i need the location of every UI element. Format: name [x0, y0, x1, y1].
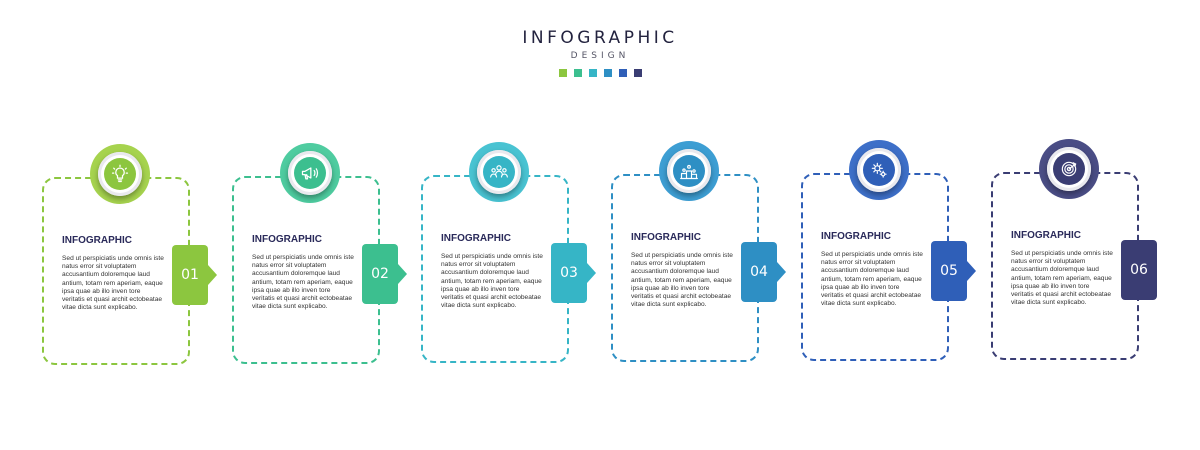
- swatch-6: [633, 69, 642, 77]
- step-arrow: [777, 262, 786, 282]
- step-circle: [659, 141, 719, 201]
- step-5: INFOGRAPHIC Sed ut perspiciatis unde omn…: [801, 140, 976, 373]
- step-box: [232, 176, 380, 364]
- step-description: Sed ut perspiciatis unde omnis iste natu…: [441, 253, 543, 310]
- step-6: INFOGRAPHIC Sed ut perspiciatis unde omn…: [991, 139, 1157, 372]
- lightbulb-icon: [104, 158, 136, 190]
- step-heading: INFOGRAPHIC: [62, 235, 132, 246]
- step-arrow: [398, 264, 407, 284]
- step-box: [801, 173, 949, 361]
- step-description: Sed ut perspiciatis unde omnis iste natu…: [631, 252, 733, 309]
- step-arrow: [587, 263, 596, 283]
- step-3: INFOGRAPHIC Sed ut perspiciatis unde omn…: [421, 142, 596, 375]
- step-circle: [90, 144, 150, 204]
- gears-icon: [863, 154, 895, 186]
- step-description: Sed ut perspiciatis unde omnis iste natu…: [252, 254, 354, 311]
- step-circle: [469, 142, 529, 202]
- step-circle: [280, 143, 340, 203]
- swatch-4: [603, 69, 612, 77]
- step-circle: [849, 140, 909, 200]
- step-4: INFOGRAPHIC Sed ut perspiciatis unde omn…: [611, 141, 786, 374]
- step-description: Sed ut perspiciatis unde omnis iste natu…: [62, 255, 164, 312]
- podium-icon: [673, 155, 705, 187]
- swatch-1: [558, 69, 567, 77]
- step-number-tab: 05: [931, 241, 967, 301]
- swatch-2: [573, 69, 582, 77]
- step-heading: INFOGRAPHIC: [631, 232, 701, 243]
- step-heading: INFOGRAPHIC: [441, 233, 511, 244]
- step-heading: INFOGRAPHIC: [821, 231, 891, 242]
- step-number-tab: 04: [741, 242, 777, 302]
- step-arrow: [208, 265, 217, 285]
- step-number-tab: 03: [551, 243, 587, 303]
- step-box: [421, 175, 569, 363]
- step-heading: INFOGRAPHIC: [1011, 230, 1081, 241]
- team-icon: [483, 156, 515, 188]
- target-icon: [1053, 153, 1085, 185]
- swatch-5: [618, 69, 627, 77]
- step-circle: [1039, 139, 1099, 199]
- megaphone-icon: [294, 157, 326, 189]
- step-number-tab: 02: [362, 244, 398, 304]
- page-subtitle: DESIGN: [570, 51, 630, 61]
- step-description: Sed ut perspiciatis unde omnis iste natu…: [1011, 250, 1113, 307]
- color-swatches: [0, 69, 1200, 77]
- step-heading: INFOGRAPHIC: [252, 234, 322, 245]
- page-title: INFOGRAPHIC: [522, 28, 678, 48]
- step-arrow: [967, 261, 976, 281]
- step-number-tab: 01: [172, 245, 208, 305]
- step-2: INFOGRAPHIC Sed ut perspiciatis unde omn…: [232, 143, 407, 376]
- step-box: [42, 177, 190, 365]
- infographic-header: INFOGRAPHIC DESIGN: [0, 28, 1200, 77]
- step-description: Sed ut perspiciatis unde omnis iste natu…: [821, 251, 923, 308]
- swatch-3: [588, 69, 597, 77]
- step-1: INFOGRAPHIC Sed ut perspiciatis unde omn…: [42, 144, 217, 377]
- step-number-tab: 06: [1121, 240, 1157, 300]
